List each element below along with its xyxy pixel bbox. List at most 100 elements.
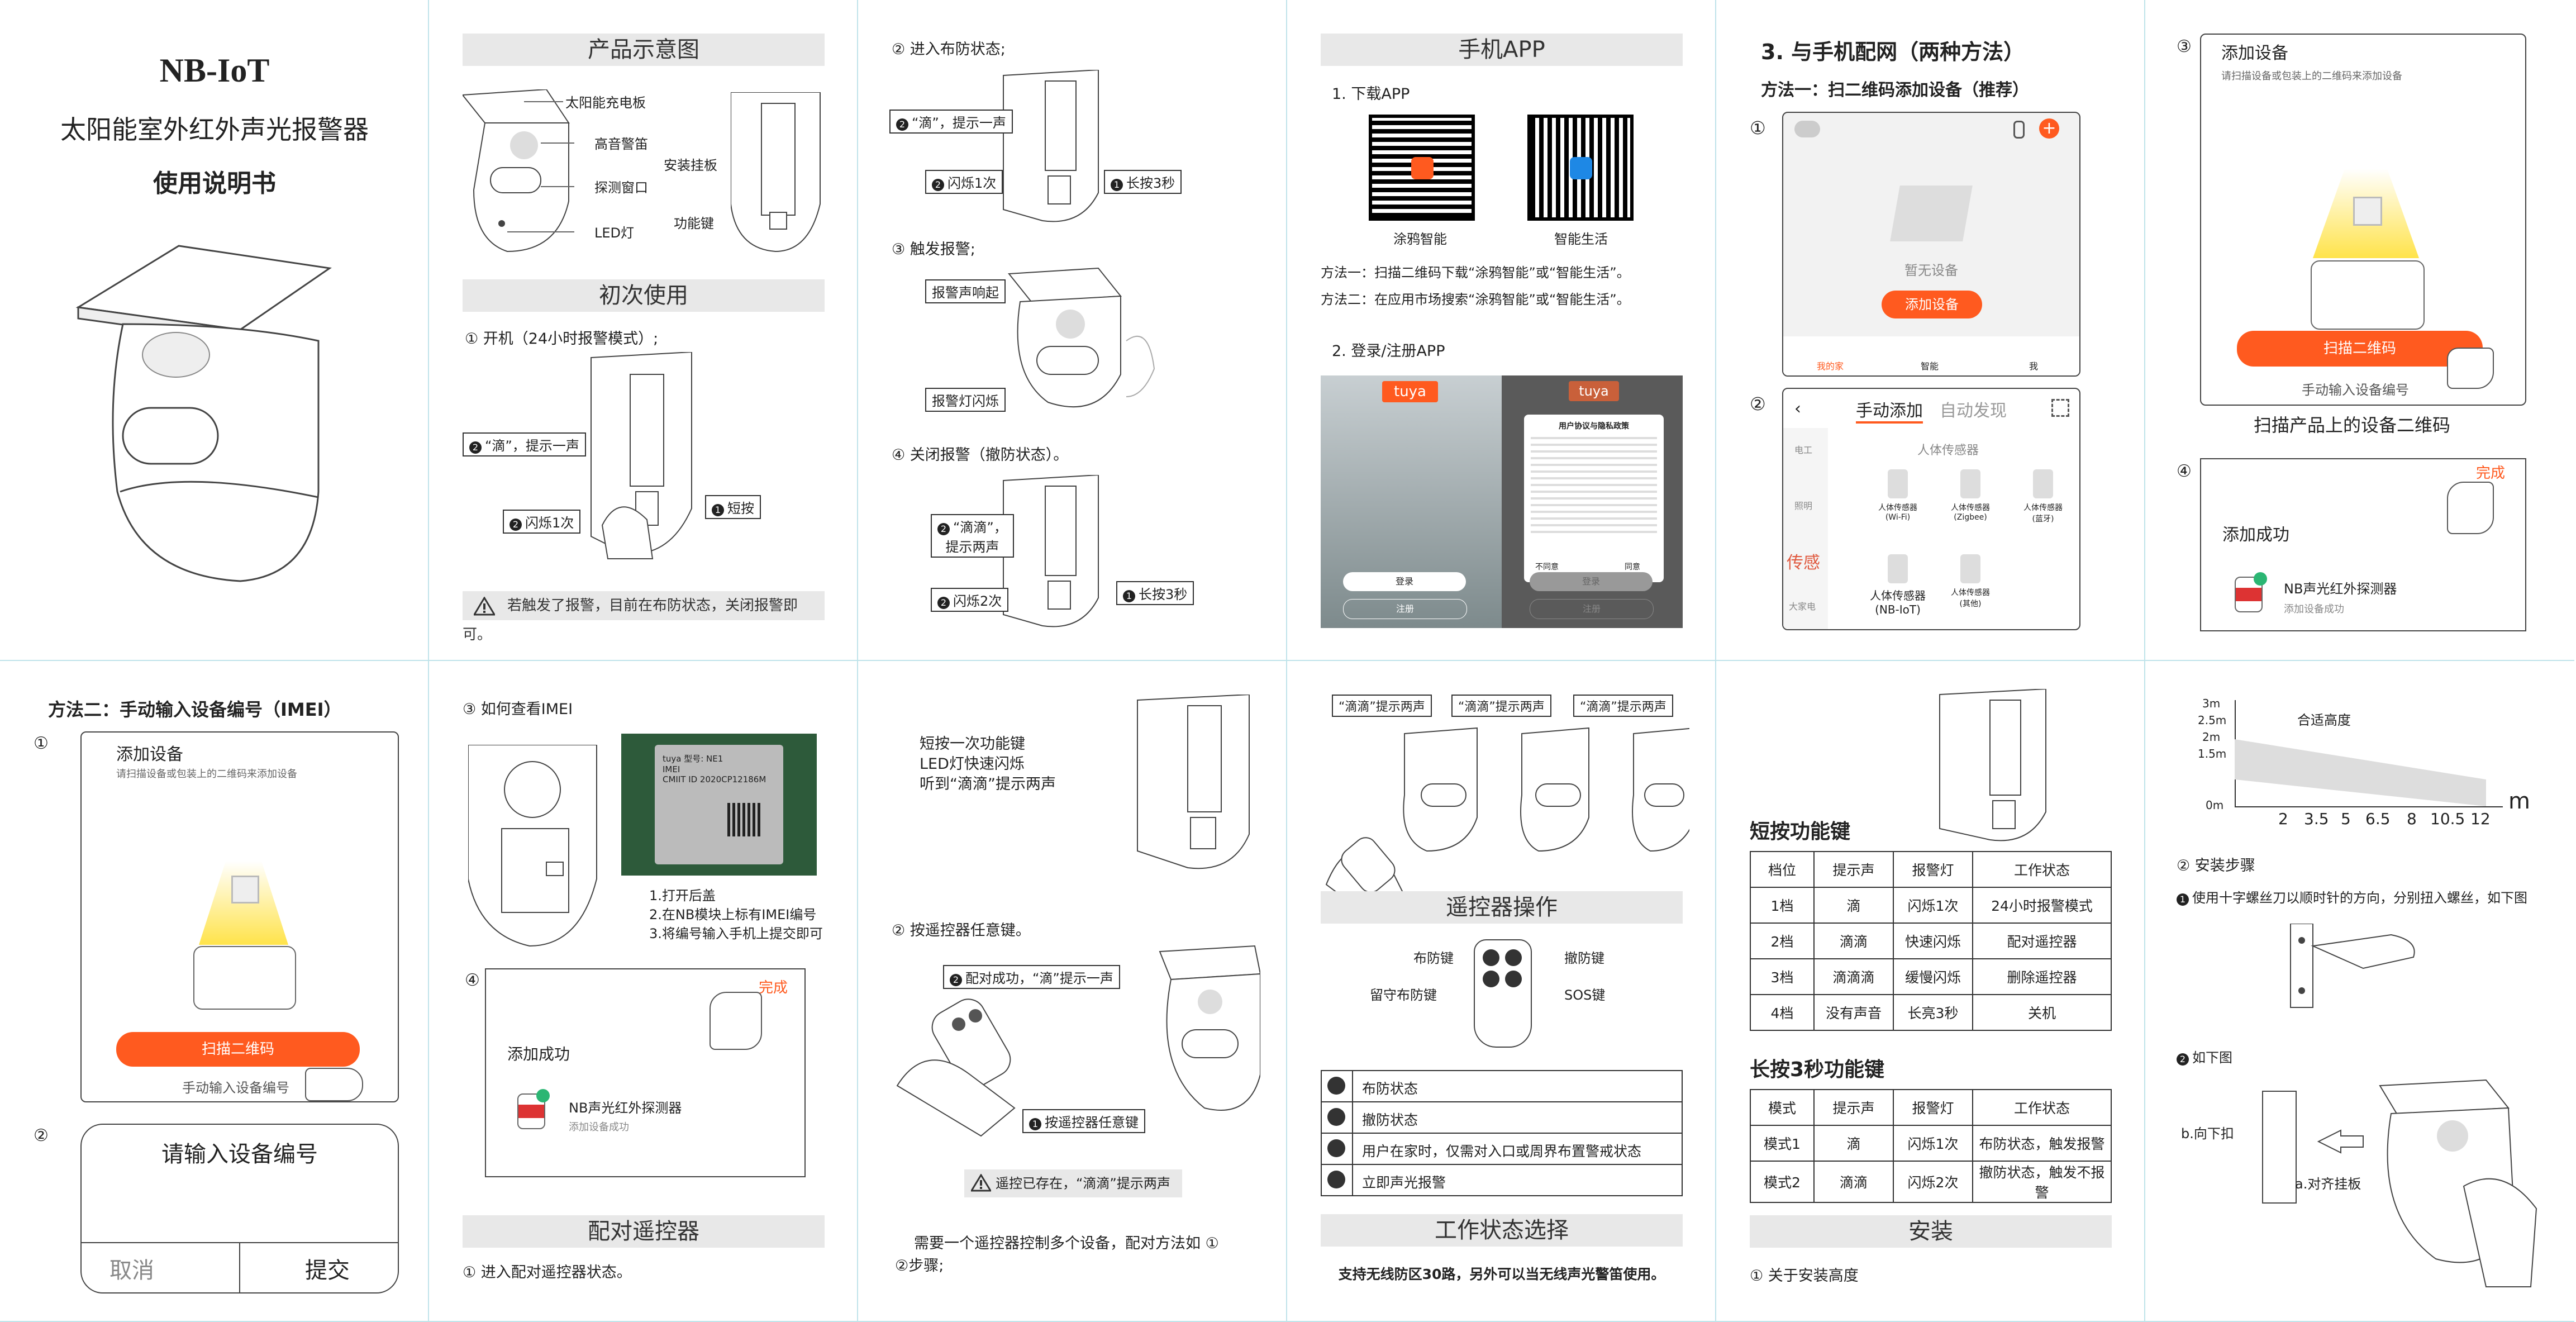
step-number: ② bbox=[1750, 393, 1766, 415]
device-hand-illustration bbox=[591, 352, 692, 559]
scan-qr-button[interactable]: 扫描二维码 bbox=[2237, 331, 2483, 367]
note-line: 需要一个遥控器控制多个设备，配对方法如 ① bbox=[914, 1235, 1219, 1252]
device-item[interactable]: 人体传感器 (Wi-Fi) bbox=[1873, 469, 1923, 522]
label-home-arm-key: 留守布防键 bbox=[1370, 987, 1437, 1003]
table-cell: 模式1 bbox=[1750, 1125, 1815, 1162]
warning-text: 遥控已存在，“滴滴”提示两声 bbox=[996, 1176, 1170, 1191]
category-item[interactable]: 电工 bbox=[1794, 445, 1813, 455]
table-cell: 1档 bbox=[1750, 887, 1815, 924]
app-name: 智能生活 bbox=[1554, 231, 1608, 247]
add-device-button[interactable]: 添加设备 bbox=[1882, 291, 1982, 318]
tab-smart[interactable]: 智能 bbox=[1921, 361, 1939, 372]
step-text: 1. 下载APP bbox=[1332, 85, 1410, 103]
device-back-illustration bbox=[1003, 475, 1099, 627]
done-link[interactable]: 完成 bbox=[2476, 465, 2506, 482]
imei-input-field[interactable]: 请输入设备编号 bbox=[161, 1142, 318, 1167]
table-row: 4档没有声音长亮3秒关机 bbox=[1750, 994, 2112, 1031]
scan-qr-button[interactable]: 扫描二维码 bbox=[116, 1032, 360, 1067]
x-tick-label: 12 bbox=[2470, 810, 2491, 828]
callout-text: “滴”，提示一声 bbox=[912, 115, 1006, 131]
empty-box-icon bbox=[1890, 186, 1973, 241]
disarm-key[interactable] bbox=[1505, 949, 1522, 966]
group-title: 人体传感器 bbox=[1917, 444, 1979, 458]
arm-key[interactable] bbox=[1483, 949, 1499, 966]
mic-icon[interactable] bbox=[2013, 121, 2025, 139]
x-tick-label: 2 bbox=[2278, 810, 2288, 828]
privacy-dialog: 用户协议与隐私政策 不同意 同意 bbox=[1524, 415, 1664, 582]
step-text: ① 关于安装高度 bbox=[1750, 1267, 1859, 1285]
callout-beep: 2“滴”，提示一声 bbox=[463, 432, 586, 456]
panel-pair-remote: 短按一次功能键 LED灯快速闪烁 听到“滴滴”提示两声 ② 按遥控器任意键。 2… bbox=[858, 661, 1287, 1322]
y-tick-label: 3m bbox=[2202, 697, 2221, 710]
smartlife-logo-icon bbox=[1570, 157, 1592, 179]
callout-text: “滴”，提示一声 bbox=[485, 438, 579, 454]
table-cell: 闪烁1次 bbox=[1893, 1125, 1973, 1162]
table-cell: 3档 bbox=[1750, 958, 1815, 995]
disagree-button[interactable]: 不同意 bbox=[1535, 563, 1559, 572]
cancel-button[interactable]: 取消 bbox=[109, 1258, 154, 1283]
done-link[interactable]: 完成 bbox=[759, 979, 788, 996]
device-item-label: 人体传感器 (蓝牙) bbox=[2023, 503, 2063, 524]
device-back-illustration bbox=[1939, 689, 2046, 841]
sensor-icon bbox=[2033, 469, 2053, 498]
sos-key[interactable] bbox=[1505, 971, 1522, 987]
qr-code-smartlife[interactable] bbox=[1527, 115, 1634, 221]
callout-beep-twice: “滴滴”提示两声 bbox=[1451, 695, 1551, 717]
app-screenshot-privacy: tuya 用户协议与隐私政策 不同意 同意 登录 注册 bbox=[1502, 375, 1683, 628]
tab-home[interactable]: 我的家 bbox=[1817, 361, 1844, 372]
label-align-plate: a.对齐挂板 bbox=[2295, 1176, 2361, 1192]
panel-scan-qr: ③ 添加设备 请扫描设备或包装上的二维码来添加设备 扫描二维码 手动输入设备编号… bbox=[2145, 0, 2574, 661]
device-name: NB声光红外探测器 bbox=[2284, 581, 2397, 597]
category-item[interactable]: 照明 bbox=[1794, 501, 1813, 511]
table-header-cell: 工作状态 bbox=[1972, 1089, 2112, 1126]
category-item[interactable]: 大家电 bbox=[1789, 601, 1816, 612]
table-cell: 缓慢闪烁 bbox=[1893, 958, 1973, 995]
add-icon[interactable]: + bbox=[2039, 118, 2059, 139]
register-button[interactable]: 注册 bbox=[1530, 599, 1654, 619]
manual-input-link[interactable]: 手动输入设备编号 bbox=[2302, 382, 2409, 398]
app-scan-screen: 添加设备 请扫描设备或包装上的二维码来添加设备 扫描二维码 手动输入设备编号 bbox=[80, 731, 399, 1102]
chart-annotation: 合适高度 bbox=[2297, 712, 2351, 728]
tab-auto-discover[interactable]: 自动发现 bbox=[1940, 401, 2007, 421]
tab-me[interactable]: 我 bbox=[2029, 361, 2039, 372]
legend-text: 撤防状态 bbox=[1362, 1112, 1418, 1128]
device-item[interactable]: 人体传感器 (蓝牙) bbox=[2018, 469, 2068, 524]
category-item-active[interactable]: 传感 bbox=[1787, 553, 1820, 573]
manual-input-link[interactable]: 手动输入设备编号 bbox=[182, 1080, 289, 1096]
product-back-view bbox=[731, 92, 821, 253]
home-arm-key[interactable] bbox=[1483, 971, 1499, 987]
x-tick-label: 10.5 bbox=[2430, 810, 2465, 828]
number-badge: 1 bbox=[1029, 1118, 1041, 1130]
table-header-cell: 工作状态 bbox=[1972, 851, 2112, 888]
hand-pointer-icon bbox=[710, 992, 762, 1050]
table-cell: 滴 bbox=[1813, 1125, 1894, 1162]
device-item[interactable]: 人体传感器 (Zigbee) bbox=[1945, 469, 1996, 522]
hand-pointer-icon bbox=[2447, 348, 2494, 389]
login-button[interactable]: 登录 bbox=[1343, 572, 1466, 591]
register-button[interactable]: 注册 bbox=[1343, 599, 1467, 619]
label-detect-window: 探测窗口 bbox=[594, 180, 648, 196]
product-title: NB-IoT bbox=[159, 52, 270, 89]
device-item[interactable]: 人体传感器 (其他) bbox=[1945, 554, 1996, 609]
login-button[interactable]: 登录 bbox=[1530, 572, 1653, 591]
warning-bar: 若触发了报警，目前在布防状态，关闭报警即可。 bbox=[463, 591, 825, 643]
device-item-nbiot[interactable]: 人体传感器(NB-IoT) bbox=[1867, 554, 1929, 616]
y-tick-label: 0m bbox=[2206, 798, 2224, 812]
scan-icon[interactable] bbox=[2051, 399, 2069, 417]
submit-button[interactable]: 提交 bbox=[305, 1258, 350, 1283]
tab-manual-add[interactable]: 手动添加 bbox=[1856, 397, 1923, 424]
success-title: 添加成功 bbox=[507, 1045, 570, 1063]
manual-title: 使用说明书 bbox=[153, 169, 276, 198]
device-status: 添加设备成功 bbox=[2284, 603, 2344, 615]
back-icon[interactable]: ‹ bbox=[1794, 399, 1801, 419]
agree-button[interactable]: 同意 bbox=[1625, 563, 1640, 572]
nb-module-photo: tuya 型号: NE1 IMEI CMIIT ID 2020CP12186M bbox=[621, 734, 817, 876]
qr-code-tuya[interactable] bbox=[1369, 115, 1475, 221]
step-number: ① bbox=[1750, 117, 1766, 139]
screen-hint: 请扫描设备或包装上的二维码来添加设备 bbox=[2221, 70, 2402, 82]
